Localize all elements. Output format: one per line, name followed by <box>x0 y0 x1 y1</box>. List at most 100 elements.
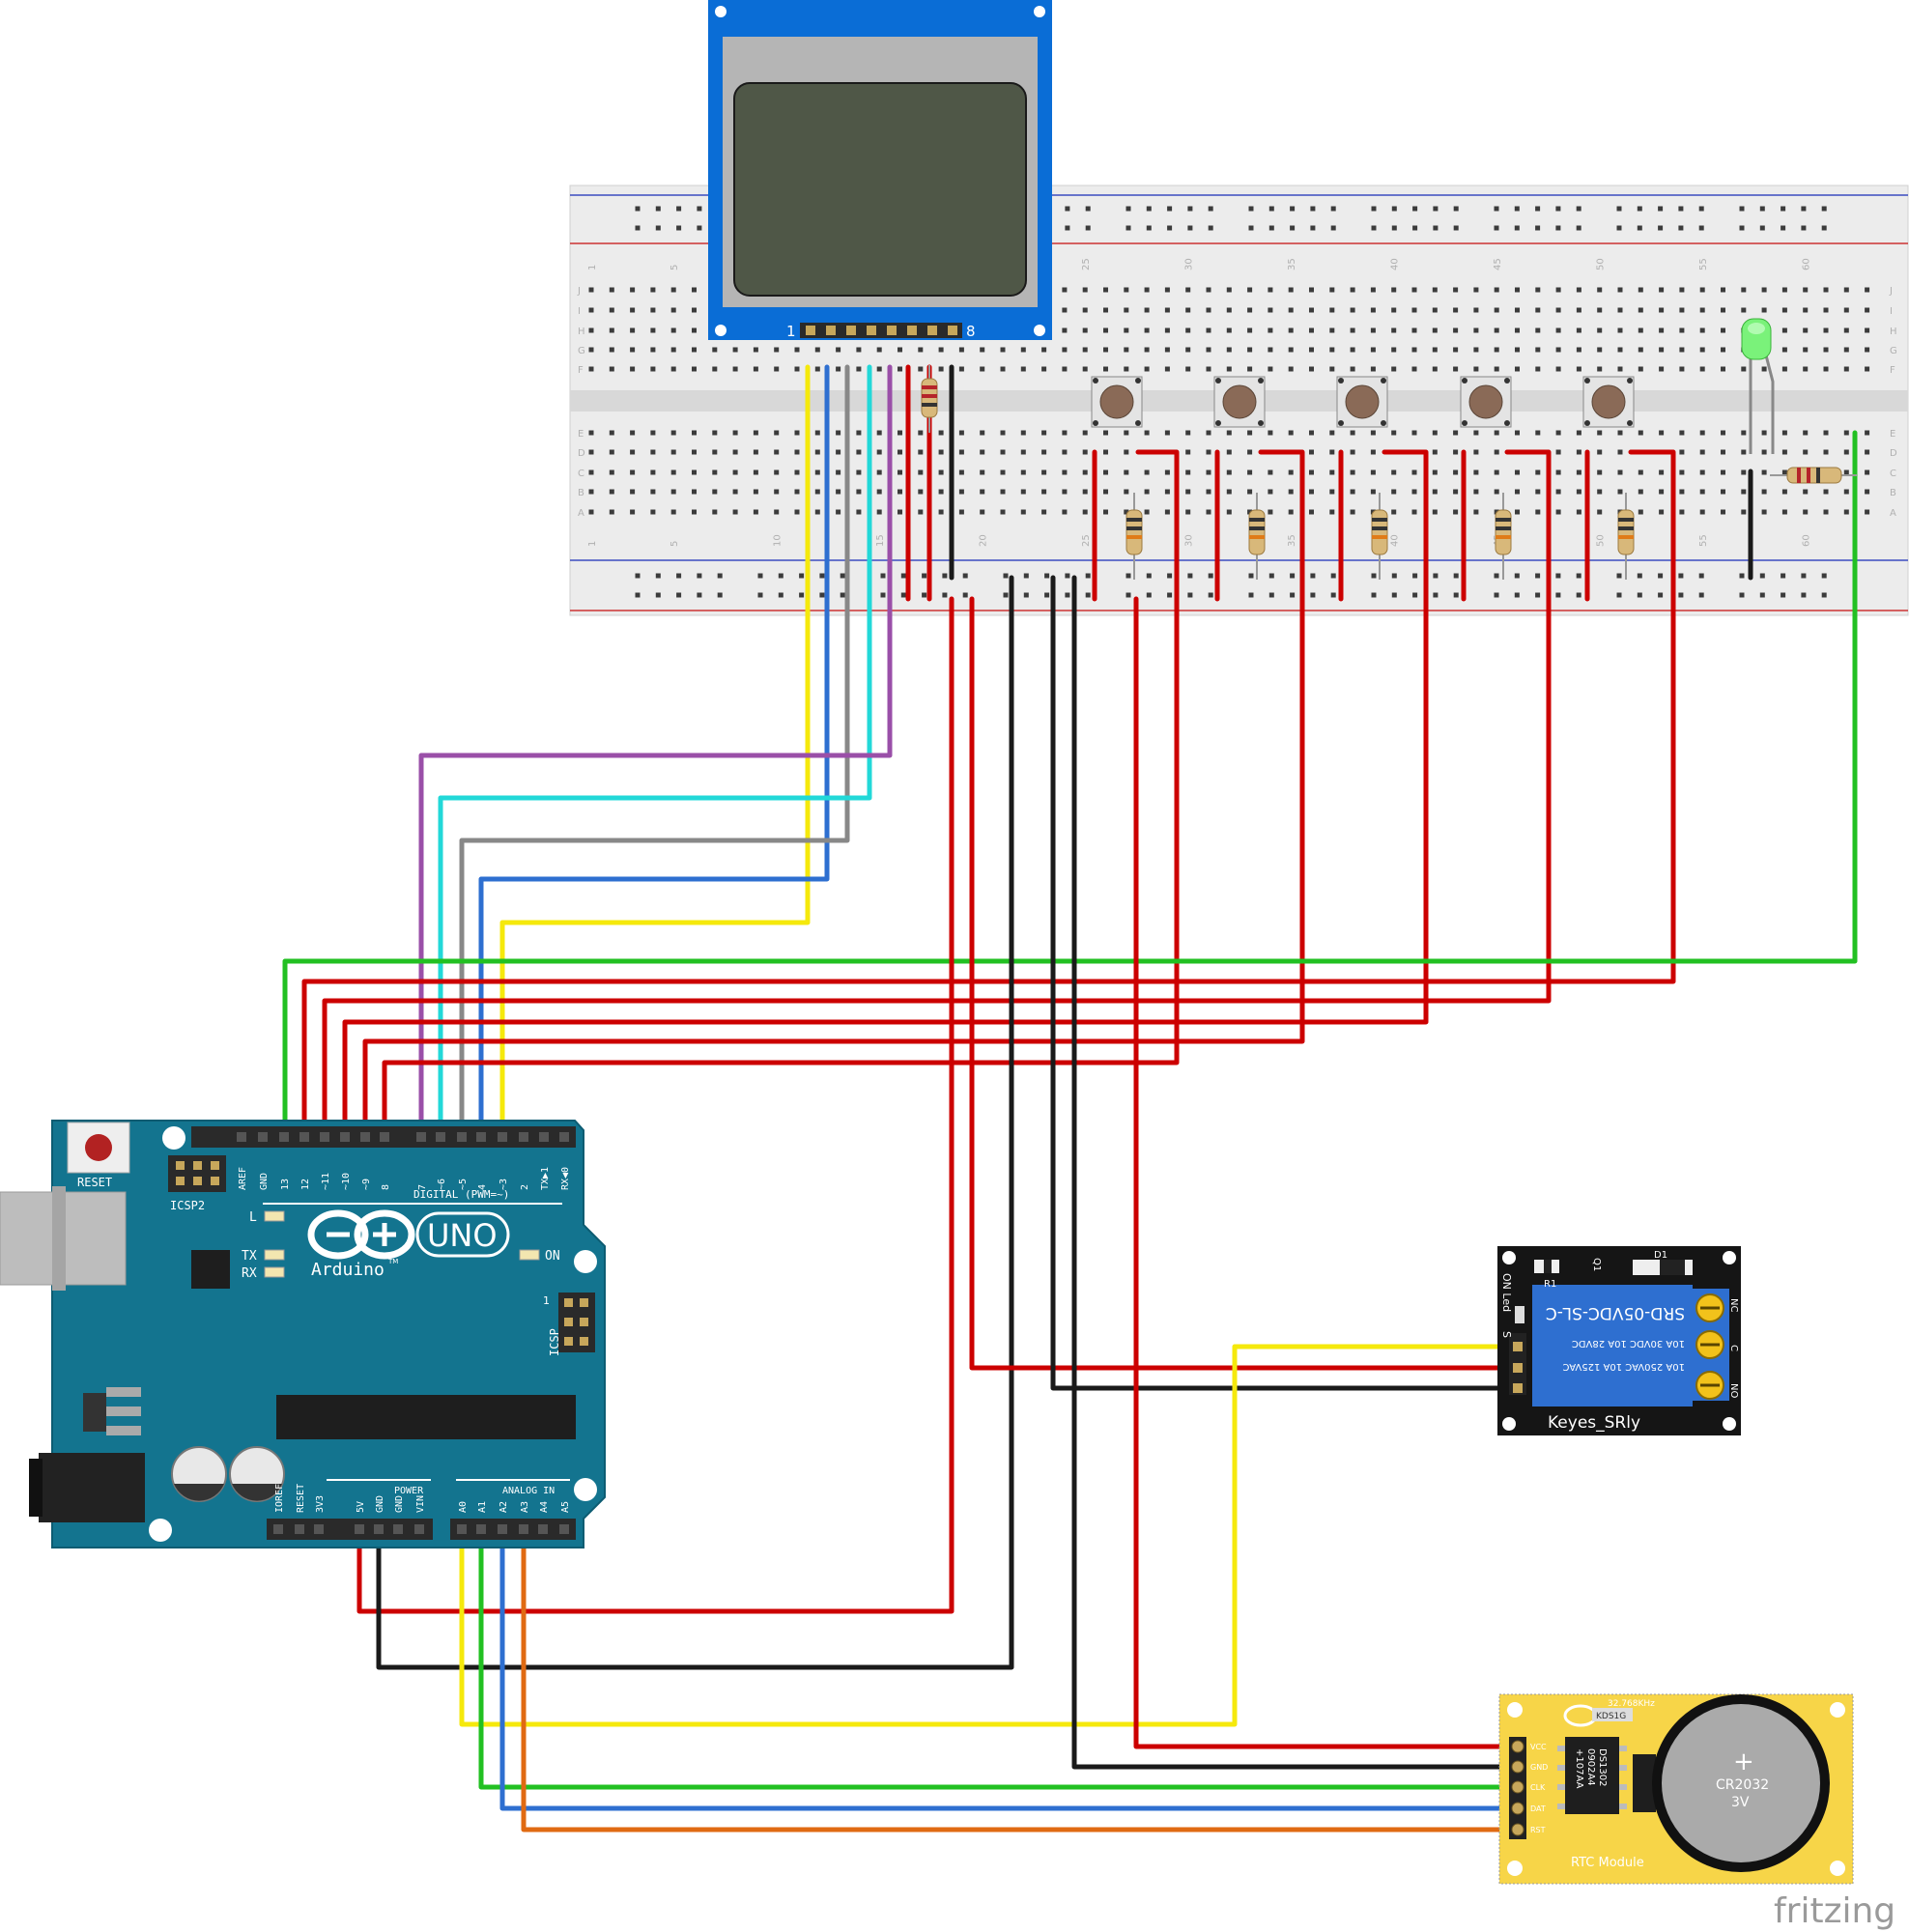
breadboard-hole <box>980 366 985 372</box>
breadboard-hole <box>1247 430 1253 436</box>
lcd-pin <box>887 326 897 335</box>
breadboard-rail-hole <box>1576 592 1581 598</box>
breadboard-hole <box>1576 347 1581 353</box>
breadboard-hole <box>1555 307 1561 313</box>
breadboard-hole <box>836 509 841 515</box>
breadboard-hole <box>650 509 656 515</box>
breadboard-rail-hole <box>717 592 723 598</box>
breadboard-hole <box>1391 327 1397 333</box>
breadboard-hole <box>1206 327 1211 333</box>
breadboard-hole <box>1329 489 1335 495</box>
uno-label: UNO <box>427 1217 498 1254</box>
pulldown-resistor <box>1248 509 1266 555</box>
breadboard-hole <box>918 430 924 436</box>
breadboard-rail-hole <box>942 592 948 598</box>
breadboard-hole <box>1638 489 1643 495</box>
breadboard-hole <box>1247 366 1253 372</box>
rtc-battery-label: CR2032 <box>1716 1777 1769 1793</box>
breadboard-rail-hole <box>900 592 906 598</box>
breadboard-rail-hole <box>1330 225 1336 231</box>
breadboard-hole <box>1350 430 1355 436</box>
breadboard-rail-hole <box>1310 592 1316 598</box>
power-pin <box>393 1524 403 1534</box>
breadboard-hole <box>794 347 800 353</box>
breadboard-hole <box>1679 469 1685 475</box>
breadboard-hole <box>876 509 882 515</box>
breadboard-rail-hole <box>1576 206 1581 212</box>
breadboard-rail-hole <box>697 206 702 212</box>
digital-pin-label: ~10 <box>341 1173 352 1190</box>
breadboard-hole <box>1144 430 1150 436</box>
breadboard-hole <box>1699 430 1705 436</box>
breadboard-hole <box>1638 347 1643 353</box>
breadboard-hole <box>1350 307 1355 313</box>
breadboard-hole <box>1041 366 1047 372</box>
breadboard-rail-hole <box>1555 206 1561 212</box>
wire-5v <box>356 596 954 1614</box>
breadboard-hole <box>1411 347 1417 353</box>
push-button-cap <box>1099 384 1134 419</box>
breadboard-hole <box>1761 307 1767 313</box>
breadboard-hole <box>588 366 594 372</box>
breadboard-hole <box>1247 347 1253 353</box>
row-letter-left: C <box>578 469 584 479</box>
breadboard-rail-hole <box>1514 573 1520 579</box>
breadboard-hole <box>1350 287 1355 293</box>
breadboard-rail-hole <box>1514 225 1520 231</box>
breadboard-rail-hole <box>1085 225 1091 231</box>
breadboard-hole <box>1597 347 1603 353</box>
breadboard-hole <box>1124 469 1129 475</box>
lcd-pin <box>907 326 917 335</box>
breadboard-rail-hole <box>757 592 763 598</box>
breadboard-hole <box>1411 287 1417 293</box>
breadboard-hole <box>1247 509 1253 515</box>
digital-pin-label: 7 <box>417 1184 428 1190</box>
breadboard-rail-hole <box>1412 573 1418 579</box>
resistor-band <box>1126 535 1142 539</box>
relay-led-label: ON Led <box>1500 1273 1513 1312</box>
breadboard-hole <box>1185 347 1191 353</box>
breadboard-hole <box>1041 489 1047 495</box>
breadboard-hole <box>1206 509 1211 515</box>
row-letter-right: J <box>1889 286 1893 297</box>
breadboard-hole <box>1329 469 1335 475</box>
relay-terminal-label: NC <box>1728 1298 1739 1312</box>
breadboard-hole <box>898 347 902 353</box>
lcd-pin-1-label: 1 <box>786 323 796 340</box>
analog-pin-label: A3 <box>520 1501 530 1513</box>
breadboard-hole <box>1576 489 1581 495</box>
rtc-module: 32.768KHz KDS1G DS1302 0902A4 +107AA + C… <box>1498 1693 1854 1885</box>
breadboard-hole <box>1473 430 1479 436</box>
breadboard-hole <box>1206 366 1211 372</box>
breadboard-hole <box>1535 307 1541 313</box>
breadboard-hole <box>732 347 738 353</box>
breadboard-hole <box>692 430 697 436</box>
breadboard-hole <box>980 347 985 353</box>
breadboard-rail-hole <box>1739 592 1745 598</box>
breadboard-hole <box>1144 469 1150 475</box>
row-letter-left: H <box>578 327 585 337</box>
breadboard-hole <box>1329 307 1335 313</box>
breadboard-hole <box>1226 489 1232 495</box>
rtc-pin <box>1511 1760 1524 1774</box>
breadboard-hole <box>980 489 985 495</box>
breadboard-rail-hole <box>840 573 845 579</box>
digital-pin <box>320 1132 329 1142</box>
breadboard-hole <box>753 469 758 475</box>
breadboard-hole <box>1576 307 1581 313</box>
breadboard-hole <box>1781 287 1787 293</box>
breadboard-hole <box>1721 307 1725 313</box>
resistor-band <box>1249 526 1265 530</box>
digital-pin <box>416 1132 426 1142</box>
breadboard-hole <box>1247 489 1253 495</box>
breadboard-rail-hole <box>1739 573 1745 579</box>
digital-pin <box>559 1132 569 1142</box>
breadboard-hole <box>1000 430 1006 436</box>
breadboard-hole <box>630 509 636 515</box>
breadboard-rail-hole <box>1658 206 1664 212</box>
breadboard-hole <box>938 347 944 353</box>
breadboard-rail-hole <box>1268 573 1274 579</box>
breadboard-hole <box>1041 469 1047 475</box>
power-pin-label: GND <box>375 1495 385 1513</box>
breadboard-hole <box>1288 469 1294 475</box>
